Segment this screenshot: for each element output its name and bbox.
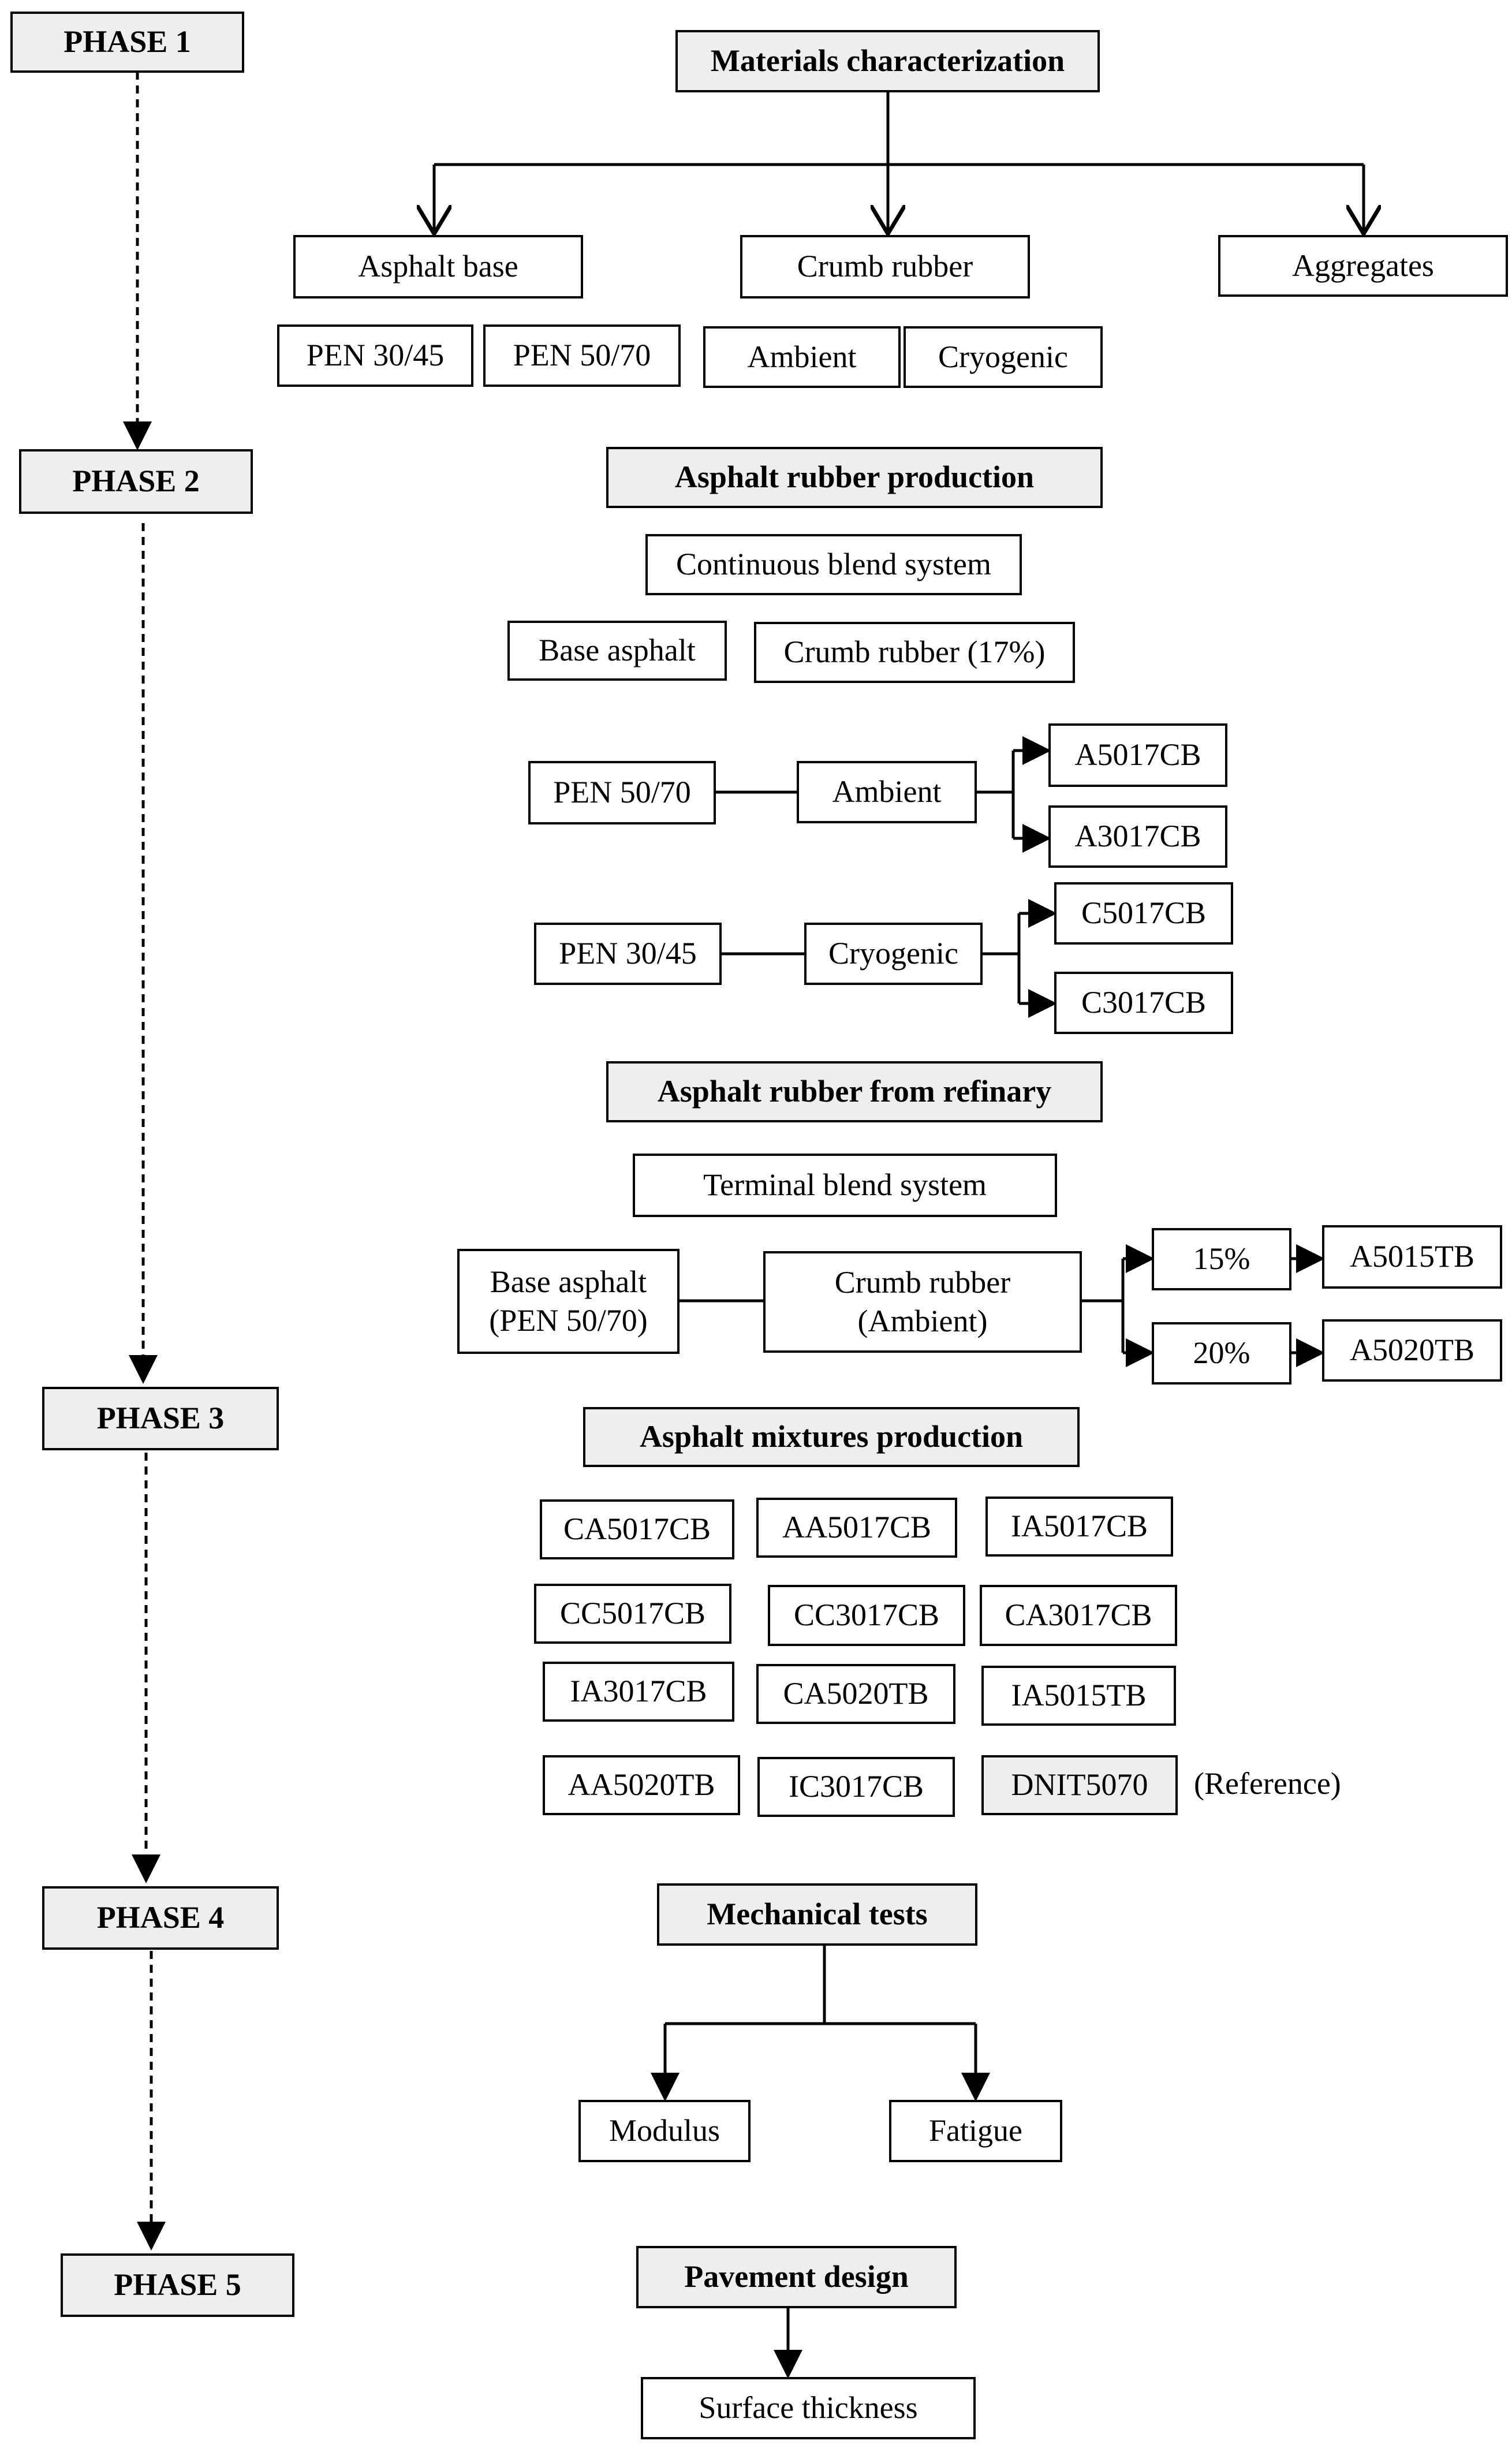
- asphalt-rubber-production-title: Asphalt rubber production: [606, 447, 1103, 508]
- crumb-rubber-box: Crumb rubber: [740, 235, 1030, 298]
- a5020tb-box: A5020TB: [1322, 1319, 1502, 1382]
- mixture-ia5017cb-box: IA5017CB: [985, 1497, 1173, 1557]
- a3017cb-box: A3017CB: [1048, 805, 1227, 868]
- ambient-box: Ambient: [703, 326, 901, 388]
- phase-5-label: PHASE 5: [61, 2253, 294, 2317]
- percent-20-box: 20%: [1152, 1322, 1291, 1385]
- a5015tb-box: A5015TB: [1322, 1225, 1502, 1289]
- base-asphalt-line-1: Base asphalt: [490, 1264, 647, 1299]
- mixture-ia5015tb-box: IA5015TB: [981, 1666, 1176, 1726]
- mixture-ca5017cb-box: CA5017CB: [540, 1499, 734, 1559]
- c5017cb-box: C5017CB: [1054, 882, 1233, 945]
- a5017cb-box: A5017CB: [1048, 723, 1227, 787]
- ambient-process-box: Ambient: [797, 761, 977, 823]
- asphalt-base-box: Asphalt base: [293, 235, 583, 298]
- phase-2-label: PHASE 2: [19, 449, 253, 514]
- fatigue-box: Fatigue: [889, 2100, 1062, 2162]
- phase-4-label: PHASE 4: [42, 1886, 279, 1950]
- crumb-rubber-ambient-box: Crumb rubber (Ambient): [763, 1251, 1082, 1353]
- continuous-blend-system-box: Continuous blend system: [645, 534, 1022, 595]
- mixture-cc5017cb-box: CC5017CB: [534, 1584, 731, 1644]
- mechanical-tests-title: Mechanical tests: [657, 1883, 977, 1946]
- mixture-ia3017cb-box: IA3017CB: [543, 1662, 734, 1722]
- mixture-ca3017cb-box: CA3017CB: [980, 1585, 1177, 1646]
- materials-characterization-title: Materials characterization: [675, 30, 1100, 92]
- cryogenic-process-box: Cryogenic: [804, 923, 983, 985]
- phase-3-label: PHASE 3: [42, 1387, 279, 1450]
- mixture-aa5020tb-box: AA5020TB: [543, 1755, 740, 1815]
- c3017cb-box: C3017CB: [1054, 972, 1233, 1034]
- mixture-cc3017cb-box: CC3017CB: [768, 1585, 965, 1646]
- pen-30-45-source-box: PEN 30/45: [534, 923, 722, 985]
- pavement-design-title: Pavement design: [636, 2246, 957, 2308]
- surface-thickness-box: Surface thickness: [641, 2377, 976, 2439]
- mixture-ca5020tb-box: CA5020TB: [756, 1664, 955, 1724]
- base-asphalt-pen-box: Base asphalt (PEN 50/70): [457, 1249, 680, 1354]
- pen-50-70-source-box: PEN 50/70: [528, 761, 716, 824]
- asphalt-mixtures-production-title: Asphalt mixtures production: [583, 1407, 1080, 1467]
- aggregates-box: Aggregates: [1218, 235, 1508, 297]
- pen-30-45-box: PEN 30/45: [277, 324, 473, 387]
- mixture-dnit5070-reference-box: DNIT5070: [981, 1755, 1178, 1815]
- base-asphalt-box: Base asphalt: [507, 621, 727, 681]
- terminal-blend-system-box: Terminal blend system: [633, 1154, 1057, 1217]
- crumb-rubber-line-2: (Ambient): [857, 1304, 988, 1338]
- crumb-rubber-line-1: Crumb rubber: [834, 1264, 1011, 1300]
- pen-50-70-box: PEN 50/70: [483, 324, 681, 387]
- asphalt-rubber-refinery-title: Asphalt rubber from refinary: [606, 1061, 1103, 1122]
- base-asphalt-line-2: (PEN 50/70): [489, 1303, 648, 1338]
- mixture-ic3017cb-box: IC3017CB: [757, 1757, 955, 1817]
- crumb-rubber-17-box: Crumb rubber (17%): [754, 622, 1075, 683]
- modulus-box: Modulus: [578, 2100, 751, 2162]
- mixture-aa5017cb-box: AA5017CB: [756, 1498, 957, 1558]
- cryogenic-box: Cryogenic: [904, 326, 1103, 388]
- phase-1-label: PHASE 1: [10, 12, 244, 73]
- reference-label: (Reference): [1194, 1766, 1341, 1801]
- percent-15-box: 15%: [1152, 1228, 1291, 1290]
